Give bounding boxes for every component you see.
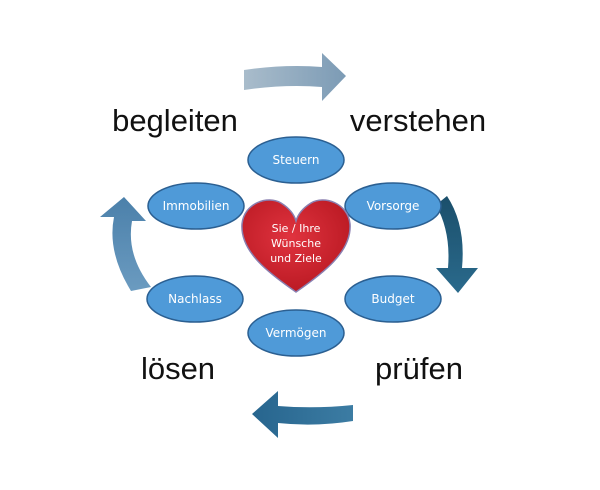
topic-vermoegen: Vermögen bbox=[247, 309, 345, 357]
phase-loesen: lösen bbox=[141, 351, 215, 386]
svg-text:Steuern: Steuern bbox=[272, 153, 319, 167]
phase-begleiten: begleiten bbox=[112, 103, 238, 138]
center-line-3: und Ziele bbox=[270, 252, 322, 265]
heart-icon bbox=[241, 199, 351, 293]
phase-pruefen: prüfen bbox=[375, 351, 463, 386]
topic-nachlass: Nachlass bbox=[146, 275, 244, 323]
topic-vorsorge: Vorsorge bbox=[344, 182, 442, 230]
center-line-1: Sie / Ihre bbox=[272, 222, 321, 235]
arrow-left bbox=[100, 197, 151, 291]
center-line-2: Wünsche bbox=[271, 237, 321, 250]
svg-text:Nachlass: Nachlass bbox=[168, 292, 222, 306]
center-heart: Sie / Ihre Wünsche und Ziele bbox=[241, 199, 351, 293]
topic-steuern: Steuern bbox=[247, 136, 345, 184]
svg-text:Vermögen: Vermögen bbox=[265, 326, 326, 340]
arrow-bottom bbox=[252, 391, 353, 438]
topic-budget: Budget bbox=[344, 275, 442, 323]
svg-text:Budget: Budget bbox=[371, 292, 414, 306]
arrow-top bbox=[244, 53, 346, 101]
svg-text:Immobilien: Immobilien bbox=[163, 199, 230, 213]
topic-immobilien: Immobilien bbox=[147, 182, 245, 230]
phase-verstehen: verstehen bbox=[350, 103, 486, 138]
arrow-right bbox=[436, 196, 478, 293]
svg-text:Vorsorge: Vorsorge bbox=[367, 199, 420, 213]
